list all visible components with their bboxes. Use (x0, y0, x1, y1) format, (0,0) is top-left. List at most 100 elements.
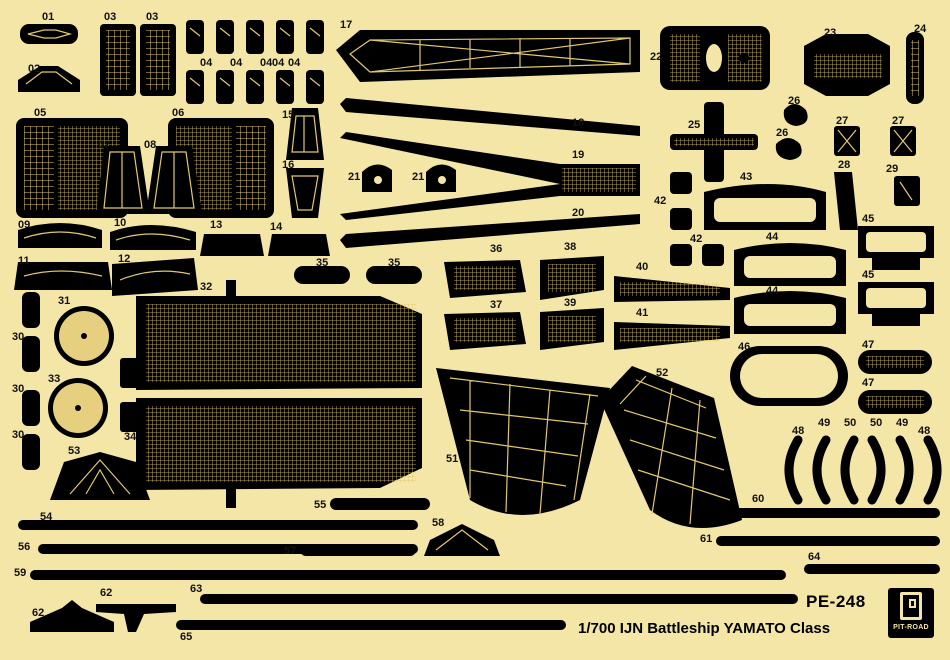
part-number: 13 (210, 219, 223, 231)
part-number: 65 (180, 631, 193, 643)
part-number: 09 (18, 219, 31, 231)
part-48-50-arcs (784, 435, 942, 505)
part-number: 04 (288, 57, 301, 69)
logo-mark-icon (900, 592, 922, 620)
part-number: 62 (32, 607, 45, 619)
part-number: 58 (432, 517, 445, 529)
part-39 (540, 308, 604, 350)
part-number: 35 (388, 257, 401, 269)
part-number: 19 (572, 149, 585, 161)
part-43 (704, 184, 826, 230)
part-number: 07 (98, 139, 111, 151)
part-23 (804, 34, 890, 96)
part-number: 20 (572, 207, 585, 219)
part-number: 43 (740, 171, 753, 183)
part-02 (18, 66, 80, 92)
part-28 (834, 172, 858, 230)
part-number: 41 (636, 307, 649, 319)
part-11 (14, 262, 112, 290)
part-number: 42 (654, 195, 667, 207)
part-number: 17 (340, 19, 353, 31)
part-number: 36 (490, 243, 503, 255)
part-08 (146, 146, 202, 214)
part-number: 54 (40, 511, 53, 523)
part-04-group (186, 20, 324, 104)
part-number: 33 (48, 373, 61, 385)
part-number: 25 (688, 119, 701, 131)
part-number: 56 (18, 541, 31, 553)
part-14 (268, 234, 330, 256)
part-number: 38 (564, 241, 577, 253)
part-number: 21 (348, 171, 361, 183)
part-number: 03 (104, 11, 117, 23)
part-number: 04 (260, 57, 273, 69)
rod-65 (176, 620, 566, 630)
brand-name: PIT-ROAD (893, 624, 929, 631)
part-58 (424, 524, 500, 556)
part-number: 06 (172, 107, 185, 119)
rod-57 (300, 544, 416, 556)
part-number: 04 (230, 57, 243, 69)
part-number: 16 (282, 159, 295, 171)
part-number: 22 (650, 51, 663, 63)
part-53 (50, 452, 150, 500)
part-number: 63 (190, 583, 203, 595)
part-29 (894, 176, 920, 206)
rod-64 (804, 564, 940, 574)
part-51 (436, 368, 610, 515)
part-38 (540, 256, 604, 300)
sheet-title: 1/700 IJN Battleship YAMATO Class (578, 620, 831, 637)
part-37 (444, 312, 526, 350)
rod-60 (734, 508, 940, 518)
part-number: 27 (836, 115, 849, 127)
part-number: 62 (100, 587, 113, 599)
part-45-pair (858, 226, 934, 326)
part-24 (906, 32, 924, 104)
part-10 (110, 225, 196, 250)
part-62-pair (30, 600, 176, 632)
part-number: 47 (862, 377, 875, 389)
part-number: 53 (68, 445, 81, 457)
part-number: 35 (316, 257, 329, 269)
part-19 (340, 132, 640, 220)
rod-63 (200, 594, 798, 604)
part-number: 23 (824, 27, 837, 39)
part-number: 32 (200, 281, 213, 293)
part-number: 42 (690, 233, 703, 245)
part-47-pair (858, 350, 932, 414)
part-number: 44 (766, 231, 779, 243)
part-number: 46 (738, 341, 751, 353)
part-number: 28 (838, 159, 851, 171)
rod-61 (716, 536, 940, 546)
part-number: 15 (282, 109, 295, 121)
part-number: 26 (776, 127, 789, 139)
part-number: 49 (818, 417, 831, 429)
part-number: 40 (636, 261, 649, 273)
part-number: 30 (12, 331, 25, 343)
part-number: 61 (700, 533, 713, 545)
part-31 (54, 306, 114, 366)
part-44-pair (734, 243, 846, 334)
part-number: 57 (284, 545, 297, 557)
part-number: 48 (918, 425, 931, 437)
part-number: 14 (270, 221, 283, 233)
part-number: 30 (12, 429, 25, 441)
part-number: 21 (412, 171, 425, 183)
part-number: 60 (752, 493, 765, 505)
part-number: 52 (656, 367, 669, 379)
part-26-pair (775, 104, 808, 160)
part-27-pair (834, 126, 916, 156)
part-number: 08 (144, 139, 157, 151)
part-number: 37 (490, 299, 503, 311)
part-number: 55 (314, 499, 327, 511)
part-41 (614, 322, 730, 350)
part-number: 05 (34, 107, 47, 119)
part-46 (730, 346, 848, 406)
part-52 (600, 366, 742, 528)
part-13 (200, 234, 264, 256)
part-30-group (22, 292, 40, 470)
rod-54 (18, 520, 418, 530)
pit-road-logo: PIT-ROAD (888, 588, 934, 638)
